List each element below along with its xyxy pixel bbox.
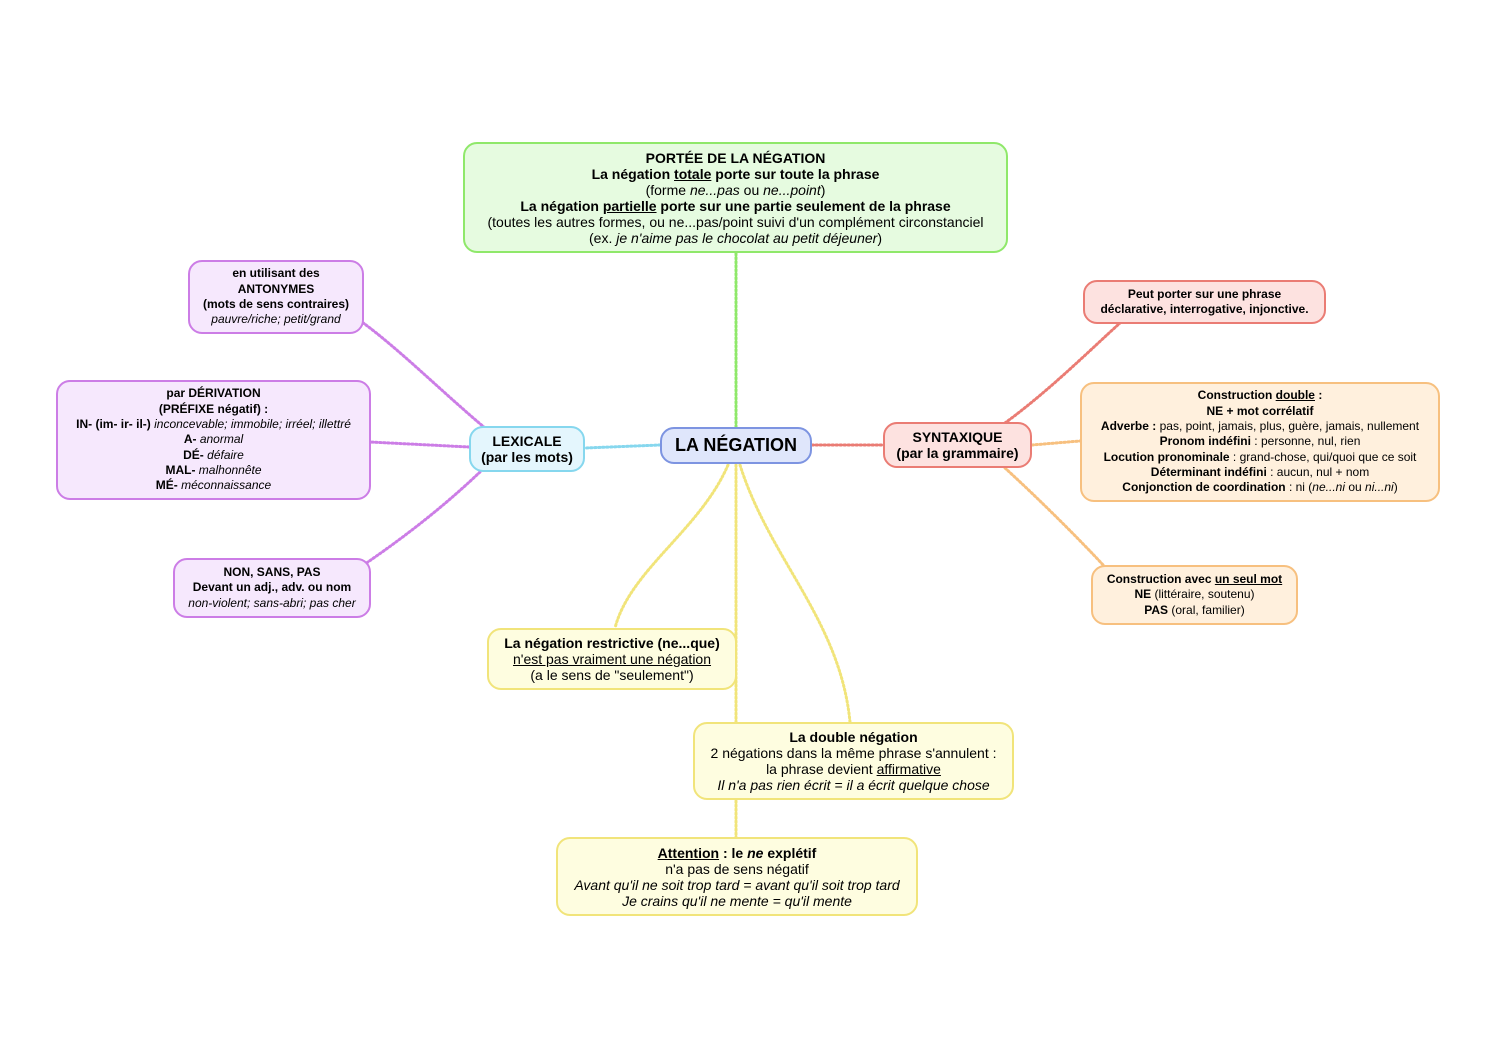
lexicale-node: LEXICALE (par les mots) bbox=[469, 426, 585, 472]
doubleneg-title: La double négation bbox=[789, 729, 918, 745]
link-syntaxique-peutporter bbox=[1003, 321, 1122, 425]
portee-line-forme: (forme ne...pas ou ne...point) bbox=[645, 181, 826, 198]
double-subtitle: NE + mot corrélatif bbox=[1206, 403, 1314, 418]
peutporter-line-1: Peut porter sur une phrase bbox=[1127, 286, 1282, 301]
double-construction-node: Construction double : NE + mot corrélati… bbox=[1080, 382, 1440, 502]
syntaxique-subtitle: (par la grammaire) bbox=[896, 445, 1019, 461]
nonsans-line-2: Devant un adj., adv. ou nom bbox=[192, 580, 352, 595]
antonymes-examples: pauvre/riche; petit/grand bbox=[211, 312, 341, 327]
double-adverbe: Adverbe : pas, point, jamais, plus, guèr… bbox=[1100, 419, 1420, 434]
lexicale-title: LEXICALE bbox=[492, 433, 562, 449]
link-lexicale-antonymes bbox=[360, 320, 487, 430]
link-lexicale-nonsans bbox=[363, 470, 482, 566]
portee-node: PORTÉE DE LA NÉGATION La négation totale… bbox=[463, 142, 1008, 253]
seulmot-title: Construction avec un seul mot bbox=[1106, 572, 1283, 587]
link-center-doubleneg bbox=[738, 463, 852, 724]
link-lexicale-derivation bbox=[368, 440, 471, 449]
derivation-prefix-me: MÉ- méconnaissance bbox=[155, 478, 272, 493]
derivation-line-2: (PRÉFIXE négatif) : bbox=[158, 401, 269, 416]
lexicale-subtitle: (par les mots) bbox=[481, 449, 573, 465]
derivation-prefix-in: IN- (im- ir- il-) inconcevable; immobile… bbox=[76, 417, 351, 432]
nonsans-line-1: NON, SANS, PAS bbox=[223, 565, 321, 580]
double-title: Construction double : bbox=[1197, 388, 1323, 403]
expletif-example-2: Je crains qu'il ne mente = qu'il mente bbox=[622, 892, 852, 909]
portee-line-exemple: (ex. je n'aime pas le chocolat au petit … bbox=[589, 229, 882, 246]
antonymes-node: en utilisant des ANTONYMES (mots de sens… bbox=[188, 260, 364, 334]
syntaxique-node: SYNTAXIQUE (par la grammaire) bbox=[883, 422, 1032, 468]
derivation-line-1: par DÉRIVATION bbox=[166, 386, 261, 401]
peutporter-line-2: déclarative, interrogative, injonctive. bbox=[1100, 302, 1309, 316]
expletif-title: Attention : le ne explétif bbox=[657, 844, 817, 861]
restrictive-title: La négation restrictive (ne...que) bbox=[504, 635, 720, 651]
center-node: LA NÉGATION bbox=[660, 427, 812, 464]
link-syntaxique-seulmot bbox=[1003, 466, 1107, 569]
syntaxique-title: SYNTAXIQUE bbox=[912, 429, 1003, 445]
doubleneg-node: La double négation 2 négations dans la m… bbox=[693, 722, 1014, 800]
portee-line-autres: (toutes les autres formes, ou ne...pas/p… bbox=[487, 213, 984, 230]
portee-line-partielle: La négation partielle porte sur une part… bbox=[520, 197, 951, 214]
double-conjonction: Conjonction de coordination : ni (ne...n… bbox=[1122, 480, 1398, 495]
doubleneg-example: Il n'a pas rien écrit = il a écrit quelq… bbox=[717, 777, 990, 793]
double-determinant: Déterminant indéfini : aucun, nul + nom bbox=[1150, 464, 1370, 479]
seulmot-ne: NE (littéraire, soutenu) bbox=[1134, 587, 1255, 602]
expletif-node: Attention : le ne explétif n'a pas de se… bbox=[556, 837, 918, 916]
nonsans-examples: non-violent; sans-abri; pas cher bbox=[188, 595, 356, 610]
expletif-example-1: Avant qu'il ne soit trop tard = avant qu… bbox=[574, 876, 900, 893]
link-syntaxique-double bbox=[1030, 439, 1082, 447]
double-locution: Locution pronominale : grand-chose, qui/… bbox=[1103, 449, 1417, 464]
portee-title: PORTÉE DE LA NÉGATION bbox=[645, 149, 826, 166]
portee-line-totale: La négation totale porte sur toute la ph… bbox=[591, 165, 880, 182]
derivation-prefix-mal: MAL- malhonnête bbox=[165, 462, 262, 477]
derivation-prefix-de: DÉ- défaire bbox=[183, 447, 244, 462]
seulmot-node: Construction avec un seul mot NE (littér… bbox=[1091, 565, 1298, 625]
expletif-line-2: n'a pas de sens négatif bbox=[665, 860, 809, 877]
peutporter-node: Peut porter sur une phrase déclarative, … bbox=[1083, 280, 1326, 324]
link-center-restrictive bbox=[613, 463, 730, 630]
seulmot-pas: PAS (oral, familier) bbox=[1144, 602, 1245, 617]
antonymes-line-2: ANTONYMES bbox=[237, 281, 315, 296]
doubleneg-line-2: 2 négations dans la même phrase s'annule… bbox=[710, 745, 997, 761]
restrictive-line-2: n'est pas vraiment une négation bbox=[512, 651, 712, 667]
antonymes-line-3: (mots de sens contraires) bbox=[202, 297, 350, 311]
nonsans-node: NON, SANS, PAS Devant un adj., adv. ou n… bbox=[173, 558, 371, 618]
double-pronom: Pronom indéfini : personne, nul, rien bbox=[1159, 434, 1361, 449]
link-center-lexicale bbox=[583, 443, 662, 450]
derivation-prefix-a: A- anormal bbox=[183, 432, 244, 447]
derivation-node: par DÉRIVATION (PRÉFIXE négatif) : IN- (… bbox=[56, 380, 371, 500]
doubleneg-line-3: la phrase devient affirmative bbox=[766, 761, 941, 777]
restrictive-line-3: (a le sens de "seulement") bbox=[530, 667, 694, 683]
restrictive-node: La négation restrictive (ne...que) n'est… bbox=[487, 628, 737, 690]
center-title: LA NÉGATION bbox=[675, 435, 797, 455]
antonymes-line-1: en utilisant des bbox=[232, 266, 320, 281]
